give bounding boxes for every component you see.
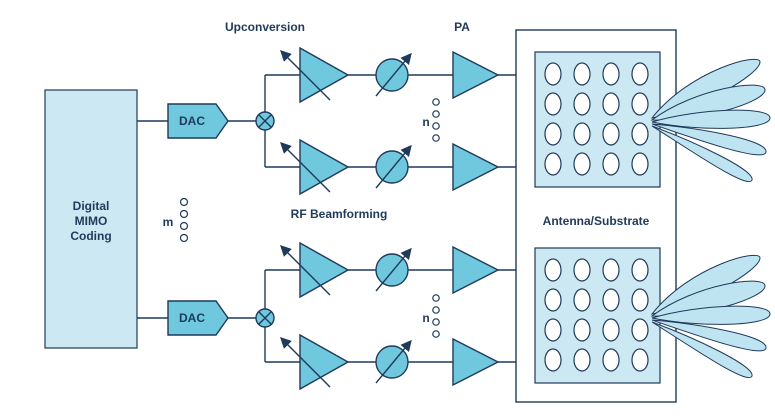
antenna-element-oval-icon <box>544 62 649 176</box>
bottom-chain: DAC n <box>137 241 535 391</box>
antenna-array-bottom <box>534 247 661 384</box>
n-label-top: n <box>422 115 429 129</box>
radiation-lobe-icon-top <box>650 58 771 182</box>
dac-block-top <box>167 103 229 139</box>
dac-label-bottom: DAC <box>179 311 205 325</box>
digital-mimo-coding-block: Digital MIMO Coding <box>44 89 138 349</box>
m-ellipsis: m <box>163 197 189 243</box>
mixer-icon <box>255 308 275 328</box>
antenna-element-oval-icon <box>544 258 649 372</box>
pa-label: PA <box>454 20 470 34</box>
pa-amplifier-icon <box>452 245 500 295</box>
radiation-lobe-icon-bottom <box>650 254 771 378</box>
upconversion-label: Upconversion <box>225 20 305 34</box>
mixer-icon <box>255 111 275 131</box>
antenna-substrate-label: Antenna/Substrate <box>543 214 650 228</box>
vga-amplifier-icon <box>299 46 350 104</box>
coding-label: Coding <box>70 229 111 243</box>
vga-amplifier-icon <box>299 241 350 299</box>
mimo-label: MIMO <box>75 214 108 228</box>
antenna-array-top <box>534 51 661 188</box>
pa-amplifier-icon <box>452 142 500 192</box>
pa-amplifier-icon <box>452 50 500 100</box>
m-label: m <box>163 215 174 229</box>
n-label-bottom: n <box>422 311 429 325</box>
pa-amplifier-icon <box>452 337 500 387</box>
vga-amplifier-icon <box>299 333 350 391</box>
dac-label-top: DAC <box>179 114 205 128</box>
vga-amplifier-icon <box>299 138 350 196</box>
dac-block-bottom <box>167 300 229 336</box>
digital-label: Digital <box>73 199 110 213</box>
top-chain: DAC n <box>137 46 535 196</box>
rf-beamforming-label: RF Beamforming <box>291 207 388 221</box>
